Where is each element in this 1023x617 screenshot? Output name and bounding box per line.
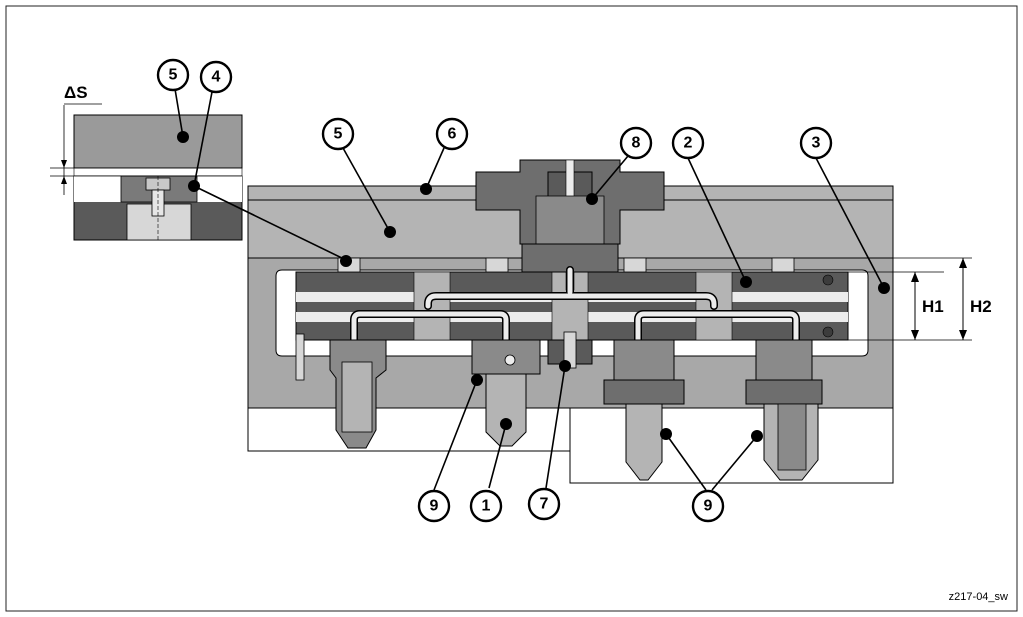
callout-9-left-label: 9 xyxy=(430,498,439,515)
leader-4-extension xyxy=(193,185,347,261)
leader-5 xyxy=(342,147,391,233)
h2-arrow-bottom xyxy=(959,330,967,340)
delta-s-label: ΔS xyxy=(64,83,88,102)
delta-s-arrow-down xyxy=(61,160,67,168)
manifold-pin-top xyxy=(822,274,834,286)
callout-4-label: 4 xyxy=(212,69,221,86)
callout-3-label: 3 xyxy=(812,135,821,152)
nozzle-center-right-flange xyxy=(603,379,685,405)
leader-9-right-b xyxy=(711,435,758,491)
callout-8: 8 xyxy=(619,126,653,160)
dot-9-right-a xyxy=(660,428,672,440)
h1-arrow-top xyxy=(911,272,919,282)
callout-5: 5 xyxy=(321,117,355,151)
h2-label: H2 xyxy=(970,297,992,316)
dot-9-right-b xyxy=(751,430,763,442)
manifold-pin-bottom xyxy=(822,326,834,338)
callout-6-label: 6 xyxy=(448,126,457,143)
callout-5-inset: 5 xyxy=(156,58,190,92)
h2-label-bg xyxy=(969,295,999,317)
screw-2 xyxy=(485,257,509,273)
manifold-insert-3 xyxy=(695,271,733,341)
melt-channel-fill xyxy=(351,267,799,443)
dot-7 xyxy=(559,360,571,372)
dot-6 xyxy=(420,183,432,195)
leader-8 xyxy=(591,155,629,200)
callout-7-label: 7 xyxy=(540,496,549,513)
callout-9-left: 9 xyxy=(417,489,451,523)
h1-arrow-bottom xyxy=(911,330,919,340)
nozzle-left-heater xyxy=(341,361,373,433)
nozzle-center-left-connector xyxy=(504,354,516,366)
h2-arrow-top xyxy=(959,258,967,268)
nozzle-center-right-body xyxy=(625,403,663,481)
callout-6: 6 xyxy=(435,117,469,151)
figure-code: z217-04_sw xyxy=(949,591,1008,603)
leader-3 xyxy=(815,157,885,289)
leader-7 xyxy=(545,365,566,489)
lower-plate-right xyxy=(569,407,894,484)
nozzle-center-left xyxy=(471,339,541,447)
nozzle-left xyxy=(329,339,387,449)
dot-4 xyxy=(188,180,200,192)
leader-6 xyxy=(425,147,445,190)
callout-2-label: 2 xyxy=(684,135,693,152)
dot-9-left xyxy=(471,374,483,386)
screw-4 xyxy=(771,257,795,273)
dowel-pin xyxy=(295,333,305,381)
callout-7: 7 xyxy=(527,487,561,521)
callout-4: 4 xyxy=(199,60,233,94)
callout-dots xyxy=(177,131,890,442)
nozzle-right-head xyxy=(755,339,813,381)
dot-1 xyxy=(500,418,512,430)
callout-5-inset-label: 5 xyxy=(169,67,178,84)
nozzle-right xyxy=(745,339,823,481)
nozzle-right-flange xyxy=(745,379,823,405)
h1-label: H1 xyxy=(922,297,944,316)
dot-8 xyxy=(586,193,598,205)
callout-9-right-label: 9 xyxy=(704,498,713,515)
dot-5-inset xyxy=(177,131,189,143)
callout-1: 1 xyxy=(469,489,503,523)
dot-3 xyxy=(878,282,890,294)
callout-balloons: 5 4 5 6 8 2 3 9 xyxy=(156,58,833,523)
leader-2 xyxy=(687,157,747,283)
delta-s-arrow-up xyxy=(61,176,67,184)
h1-label-bg xyxy=(921,295,951,317)
callout-1-label: 1 xyxy=(482,498,491,515)
nozzle-center-right xyxy=(603,339,685,481)
dot-2 xyxy=(740,276,752,288)
inset-gap xyxy=(73,167,243,177)
nozzle-center-left-body xyxy=(485,373,527,447)
main-assembly: H1 H2 xyxy=(247,159,999,484)
leader-9-left xyxy=(433,379,478,491)
height-dimensions: H1 H2 xyxy=(848,257,999,341)
leader-1 xyxy=(488,423,507,489)
leader-9-right-a xyxy=(665,433,707,491)
callout-3: 3 xyxy=(799,126,833,160)
inset-top-plate xyxy=(73,114,243,169)
callout-8-label: 8 xyxy=(632,135,641,152)
leader-lines xyxy=(174,88,885,491)
dot-4-manifold xyxy=(340,255,352,267)
dot-5 xyxy=(384,226,396,238)
nozzle-center-right-head xyxy=(613,339,675,381)
inset-detail: ΔS xyxy=(50,83,243,241)
callout-2: 2 xyxy=(671,126,705,160)
screw-3 xyxy=(623,257,647,273)
nozzle-right-heater xyxy=(777,403,807,471)
callout-5-label: 5 xyxy=(334,126,343,143)
leader-4 xyxy=(193,91,213,187)
leader-5-inset xyxy=(174,88,184,138)
callout-9-right: 9 xyxy=(691,489,725,523)
